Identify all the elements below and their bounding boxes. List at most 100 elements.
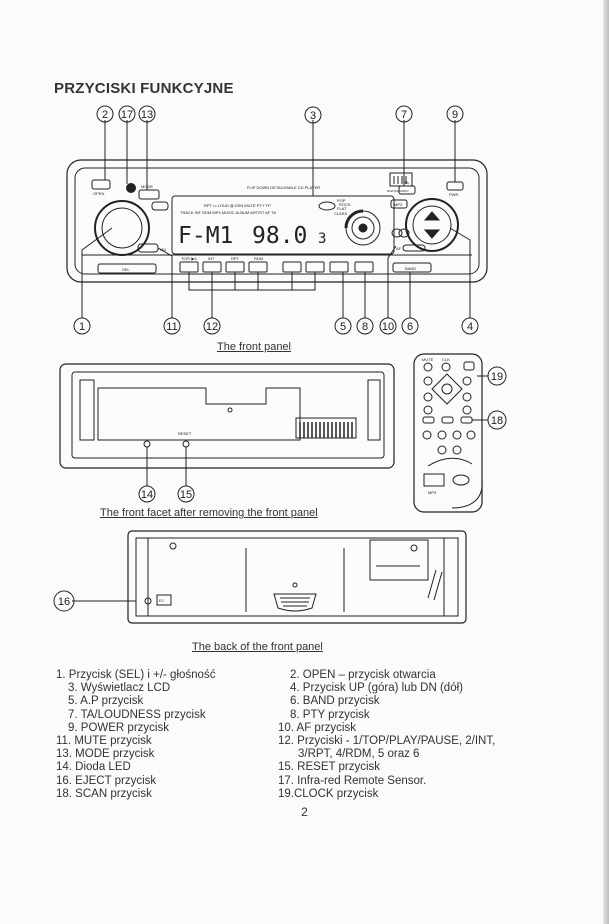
preset-label-4: RDM bbox=[254, 256, 263, 261]
callout-8: 8 bbox=[362, 321, 368, 333]
lcd-frequency: 98.0 bbox=[252, 223, 307, 249]
eq-flat: FLAT bbox=[337, 206, 347, 211]
mode-label: MODE bbox=[141, 184, 153, 189]
legend-item: 6. BAND przycisk bbox=[290, 695, 380, 708]
led-dot bbox=[126, 183, 136, 193]
front-facet-diagram bbox=[59, 363, 395, 486]
page-number: 2 bbox=[301, 805, 308, 819]
mp3-label: MP3 bbox=[394, 202, 403, 207]
eject-label: EJ bbox=[159, 598, 164, 603]
led-hole bbox=[143, 440, 151, 448]
reset-label: RESET bbox=[178, 431, 192, 436]
open-label: OPEN bbox=[93, 191, 104, 196]
preset-label-3: RPT bbox=[231, 256, 240, 261]
page-edge bbox=[603, 0, 609, 924]
legend-left: 1. Przycisk (SEL) i +/- głośność 3. Wyśw… bbox=[56, 669, 215, 801]
callout-5: 5 bbox=[340, 321, 346, 333]
callout-4: 4 bbox=[467, 321, 473, 333]
digital-audio-label: DIGITAL AUDIO bbox=[387, 189, 409, 193]
callout-18: 18 bbox=[491, 415, 503, 427]
eq-class: CLASS bbox=[334, 211, 347, 216]
callout-3: 3 bbox=[310, 110, 316, 122]
af-label: AF bbox=[396, 246, 402, 251]
legend-item: 2. OPEN – przycisk otwarcia bbox=[290, 669, 436, 681]
eq-pop: POP bbox=[337, 198, 346, 203]
digital-audio-logo bbox=[389, 172, 413, 187]
eq-rock: ROCK bbox=[339, 202, 351, 207]
ta-label: TA bbox=[404, 180, 409, 185]
up-down-knob bbox=[405, 198, 459, 252]
remote-dpad bbox=[431, 373, 463, 405]
callout-circles-back bbox=[53, 590, 75, 612]
mode-button bbox=[138, 189, 160, 200]
mp3-badge bbox=[390, 199, 408, 209]
pwr-button bbox=[446, 181, 464, 191]
sel-button bbox=[97, 263, 157, 274]
lcd-indicators-row2: TRACK INT RDM MP3 MUSIC ALBUM ARTIST AF … bbox=[180, 210, 276, 215]
legend-item: 5. A.P przycisk bbox=[68, 695, 144, 708]
legend-right: 2. OPEN – przycisk otwarcia 4. Przycisk … bbox=[278, 669, 495, 801]
callout-circles-front bbox=[73, 105, 479, 335]
legend-item: 13. MODE przycisk bbox=[56, 748, 155, 761]
legend-item: 14. Dioda LED bbox=[56, 761, 131, 774]
callout-1: 1 bbox=[79, 321, 85, 333]
legend-item: 4. Przycisk UP (góra) lub DN (dół) bbox=[290, 682, 463, 695]
legend-item: 17. Infra-red Remote Sensor. bbox=[278, 774, 427, 787]
callout-circles-remote bbox=[487, 366, 507, 430]
callout-19: 19 bbox=[491, 371, 503, 383]
scan-button bbox=[151, 201, 169, 211]
legend-item: 10. AF przycisk bbox=[278, 721, 356, 734]
model-text: FLIP DOWN DETACHABLE CD PLAYER bbox=[247, 185, 320, 190]
remote-mute-label: MUTE bbox=[422, 357, 434, 362]
front-panel-diagram bbox=[66, 120, 488, 318]
reset-hole bbox=[182, 440, 190, 448]
legend-item: 18. SCAN przycisk bbox=[56, 787, 152, 800]
legend-item: 1. Przycisk (SEL) i +/- głośność bbox=[56, 669, 216, 681]
legend-item: 16. EJECT przycisk bbox=[56, 774, 157, 787]
preset-label-1: TOP/ ▶II bbox=[181, 256, 197, 261]
legend-item: 11. MUTE przycisk bbox=[56, 735, 152, 748]
callout-2: 2 bbox=[102, 109, 108, 121]
page-title: PRZYCISKI FUNKCYJNE bbox=[54, 80, 234, 97]
callout-16: 16 bbox=[58, 596, 70, 608]
mu-label: MU bbox=[160, 247, 166, 252]
remote-clk-label: CLK bbox=[442, 357, 450, 362]
legend-item: 19.CLOCK przycisk bbox=[278, 787, 379, 800]
callout-15: 15 bbox=[180, 489, 192, 501]
callout-13: 13 bbox=[141, 109, 153, 121]
remote-control-diagram bbox=[413, 353, 488, 513]
callout-17: 17 bbox=[121, 109, 133, 121]
legend-item: 3/RPT, 4/RDM, 5 oraz 6 bbox=[298, 748, 420, 761]
preset-buttons bbox=[179, 261, 374, 273]
back-panel-diagram bbox=[72, 530, 467, 624]
legend-item: 7. TA/LOUDNESS przycisk bbox=[68, 708, 206, 721]
callout-7: 7 bbox=[401, 109, 407, 121]
callout-11: 11 bbox=[166, 321, 177, 333]
callout-10: 10 bbox=[382, 321, 394, 333]
volume-knob bbox=[94, 200, 150, 256]
front-facet-caption: The front facet after removing the front… bbox=[100, 507, 318, 519]
preset-label-2: INT bbox=[208, 256, 215, 261]
eject-button bbox=[156, 594, 172, 606]
open-button bbox=[91, 179, 111, 190]
sel-label: SEL bbox=[122, 267, 130, 272]
legend-item: 3. Wyświetlacz LCD bbox=[68, 682, 171, 695]
callout-9: 9 bbox=[452, 109, 458, 121]
legend-item: 15. RESET przycisk bbox=[278, 761, 381, 774]
front-panel-caption: The front panel bbox=[217, 341, 291, 353]
callout-6: 6 bbox=[407, 321, 413, 333]
band-label: BAND bbox=[405, 266, 416, 271]
lcd-indicators-row1: RPT ▭ LOUD ◍ DSN MUTE PTY TP bbox=[204, 203, 271, 208]
lcd-channel: 3 bbox=[318, 231, 326, 247]
callout-12: 12 bbox=[206, 321, 218, 333]
band-button bbox=[392, 262, 432, 273]
legend-item: 12. Przyciski - 1/TOP/PLAY/PAUSE, 2/INT, bbox=[278, 735, 496, 748]
af-button bbox=[402, 244, 426, 252]
remote-mp3-label: MP3 bbox=[428, 490, 437, 495]
callout-14: 14 bbox=[141, 489, 153, 501]
lcd-band: F-M1 bbox=[178, 223, 233, 249]
pwr-label: PWR bbox=[449, 192, 458, 197]
legend-item: 8. PTY przycisk bbox=[290, 708, 370, 721]
lcd-display bbox=[171, 195, 395, 255]
